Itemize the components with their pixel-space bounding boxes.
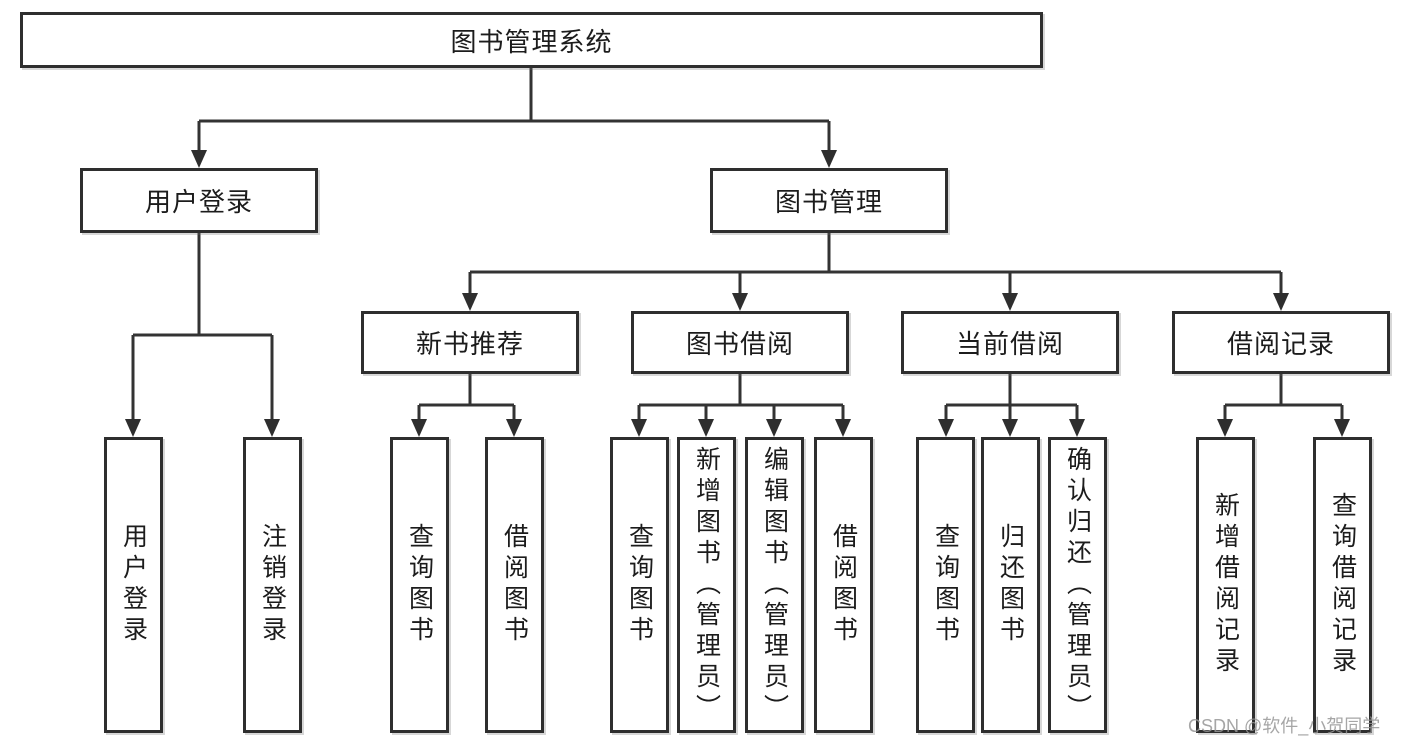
leaf-edit-books-admin: 编辑图书（管理员）	[745, 437, 804, 733]
leaf-query-borrow-record: 查询借阅记录	[1313, 437, 1372, 733]
node-label: 图书借阅	[685, 329, 794, 359]
leaf-confirm-return-admin: 确认归还（管理员）	[1048, 437, 1107, 733]
node-label: 新增借阅记录	[1211, 492, 1240, 678]
leaf-add-books-admin: 新增图书（管理员）	[677, 437, 736, 733]
node-label: 借阅图书	[500, 523, 529, 647]
node-label: 查询图书	[405, 523, 434, 647]
node-new-book-recommendation: 新书推荐	[361, 311, 579, 374]
leaf-query-books: 查询图书	[390, 437, 449, 733]
csdn-watermark: CSDN @软件_小贺同学	[1188, 716, 1381, 736]
node-label: 当前借阅	[955, 329, 1064, 359]
node-label: 图书管理	[774, 187, 883, 217]
node-label: 注销登录	[258, 523, 287, 647]
node-label: 借阅图书	[829, 523, 858, 647]
leaf-add-borrow-record: 新增借阅记录	[1196, 437, 1255, 733]
node-label: 借阅记录	[1226, 329, 1335, 359]
leaf-borrow-books: 借阅图书	[485, 437, 544, 733]
node-label: 新增图书（管理员）	[692, 445, 721, 725]
leaf-borrow-books: 借阅图书	[814, 437, 873, 733]
leaf-return-books: 归还图书	[981, 437, 1040, 733]
node-label: 用户登录	[144, 187, 253, 217]
node-borrowing-records: 借阅记录	[1172, 311, 1390, 374]
leaf-user-login: 用户登录	[104, 437, 163, 733]
node-label: 新书推荐	[415, 329, 524, 359]
node-label: 编辑图书（管理员）	[760, 445, 789, 725]
node-root-library-management-system: 图书管理系统	[20, 12, 1043, 68]
node-label: 归还图书	[996, 523, 1025, 647]
leaf-query-books: 查询图书	[916, 437, 975, 733]
node-current-borrowing: 当前借阅	[901, 311, 1119, 374]
node-book-borrowing: 图书借阅	[631, 311, 849, 374]
node-label: 查询图书	[625, 523, 654, 647]
leaf-query-books: 查询图书	[610, 437, 669, 733]
leaf-logout: 注销登录	[243, 437, 302, 733]
node-book-management: 图书管理	[710, 168, 948, 233]
node-label: 查询图书	[931, 523, 960, 647]
node-user-login: 用户登录	[80, 168, 318, 233]
node-label: 查询借阅记录	[1328, 492, 1357, 678]
node-label: 用户登录	[119, 523, 148, 647]
node-label: 确认归还（管理员）	[1063, 445, 1092, 725]
node-label: 图书管理系统	[450, 26, 613, 57]
